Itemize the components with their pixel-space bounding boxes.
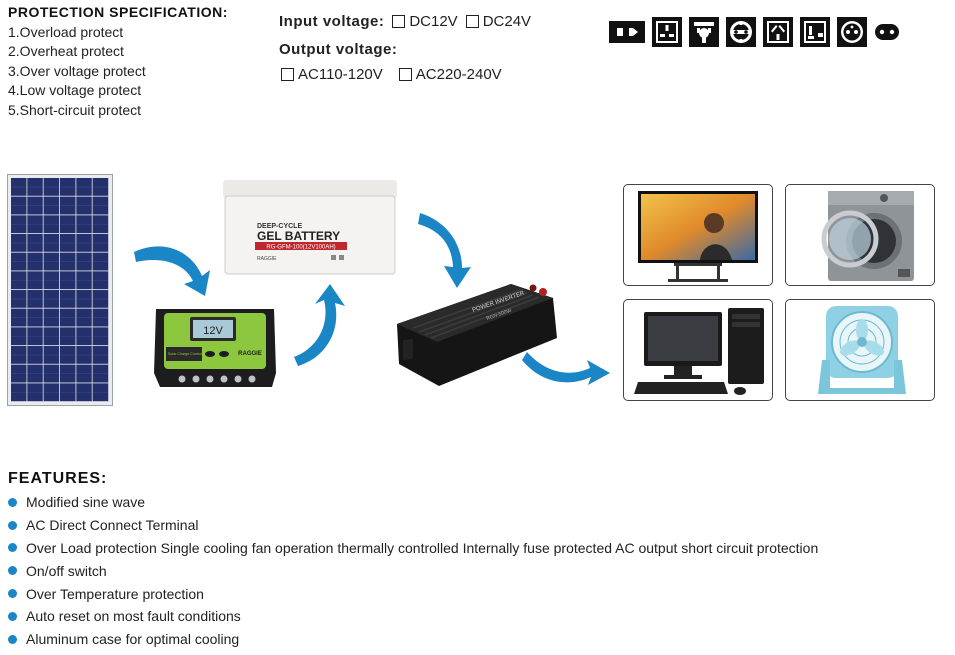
washing-machine-image bbox=[785, 184, 935, 286]
feature-item: AC Direct Connect Terminal bbox=[8, 514, 818, 537]
bullet-icon bbox=[8, 566, 17, 576]
feature-item: Modified sine wave bbox=[8, 491, 818, 514]
bullet-icon bbox=[8, 589, 17, 599]
input-option-dc24v[interactable]: DC24V bbox=[465, 13, 532, 30]
uk-socket-icon bbox=[652, 17, 682, 47]
euro-plug-icon bbox=[874, 23, 900, 41]
tv-image bbox=[623, 184, 773, 286]
controller-brand: RAGGIE bbox=[238, 351, 262, 357]
charge-controller-image: 12V Solar Charge Controller RAGGIE bbox=[152, 303, 278, 393]
protection-item: 5.Short-circuit protect bbox=[8, 101, 142, 118]
socket-icons-row bbox=[609, 17, 900, 47]
bullet-icon bbox=[8, 611, 17, 621]
battery-line1: DEEP-CYCLE bbox=[257, 223, 302, 230]
option-label: AC110-120V bbox=[298, 66, 383, 83]
features-title: FEATURES: bbox=[8, 470, 108, 487]
feature-item: Over Load protection Single cooling fan … bbox=[8, 537, 818, 560]
gel-battery-image: DEEP-CYCLE GEL BATTERY RG-GFM-100(12V100… bbox=[221, 178, 399, 276]
feature-item: Auto reset on most fault conditions bbox=[8, 605, 818, 628]
protection-item: 4.Low voltage protect bbox=[8, 82, 142, 99]
au-socket-icon bbox=[763, 17, 793, 47]
bullet-icon bbox=[8, 520, 17, 530]
desk-fan-image bbox=[785, 299, 935, 401]
protection-item: 2.Overheat protect bbox=[8, 43, 124, 60]
option-label: DC24V bbox=[482, 13, 532, 30]
eu-socket-icon bbox=[726, 17, 756, 47]
desktop-computer-image bbox=[623, 299, 773, 401]
arrow-icon bbox=[134, 246, 210, 296]
battery-line2: GEL BATTERY bbox=[257, 229, 340, 243]
checkbox-icon bbox=[281, 68, 294, 81]
output-option-110[interactable]: AC110-120V bbox=[281, 66, 383, 83]
solar-panel-image bbox=[7, 174, 113, 406]
output-option-220[interactable]: AC220-240V bbox=[398, 66, 502, 83]
feature-text: AC Direct Connect Terminal bbox=[26, 517, 199, 534]
output-voltage-label: Output voltage: bbox=[279, 41, 398, 58]
protection-list: 1.Overload protect 2.Overheat protect 3.… bbox=[8, 23, 146, 120]
protection-item: 3.Over voltage protect bbox=[8, 62, 146, 79]
german-socket-icon bbox=[837, 17, 867, 47]
bullet-icon bbox=[8, 634, 17, 644]
checkbox-icon bbox=[392, 15, 406, 28]
input-option-dc12v[interactable]: DC12V bbox=[392, 13, 458, 30]
battery-line3: RG-GFM-100(12V100AH) bbox=[266, 245, 335, 251]
feature-text: On/off switch bbox=[26, 562, 107, 579]
feature-item: Aluminum case for optimal cooling bbox=[8, 628, 818, 651]
feature-item: Over Temperature protection bbox=[8, 582, 818, 605]
feature-text: Aluminum case for optimal cooling bbox=[26, 631, 240, 648]
controller-display: 12V bbox=[203, 325, 223, 337]
input-voltage-row: Input voltage: DC12V DC24V bbox=[279, 13, 531, 30]
us-socket-icon bbox=[609, 21, 645, 43]
arrow-icon bbox=[522, 352, 610, 385]
flow-arrows bbox=[134, 213, 610, 385]
arrow-icon bbox=[418, 213, 471, 288]
power-inverter-image: POWER INVERTER RGN-500W bbox=[393, 276, 565, 390]
protection-title: PROTECTION SPECIFICATION: bbox=[8, 4, 228, 20]
universal-socket-icon bbox=[689, 17, 719, 47]
protection-item: 1.Overload protect bbox=[8, 24, 124, 40]
arrow-icon bbox=[294, 284, 345, 366]
feature-item: On/off switch bbox=[8, 559, 818, 582]
feature-text: Over Load protection Single cooling fan … bbox=[26, 539, 819, 556]
solar-panel-cells bbox=[11, 178, 109, 402]
output-voltage-row: AC110-120V AC220-240V bbox=[281, 66, 502, 83]
checkbox-icon bbox=[398, 68, 412, 81]
input-voltage-label: Input voltage: bbox=[279, 13, 385, 30]
japan-socket-icon bbox=[800, 17, 830, 47]
option-label: DC12V bbox=[409, 13, 458, 30]
feature-text: Over Temperature protection bbox=[26, 585, 204, 602]
checkbox-icon bbox=[465, 15, 479, 28]
features-list: Modified sine wave AC Direct Connect Ter… bbox=[8, 491, 818, 651]
bullet-icon bbox=[8, 497, 17, 507]
feature-text: Modified sine wave bbox=[26, 494, 146, 511]
battery-brand: RAGGIE bbox=[257, 256, 277, 262]
feature-text: Auto reset on most fault conditions bbox=[26, 608, 241, 625]
option-label: AC220-240V bbox=[415, 66, 502, 83]
bullet-icon bbox=[8, 543, 17, 553]
controller-label: Solar Charge Controller bbox=[168, 352, 207, 356]
